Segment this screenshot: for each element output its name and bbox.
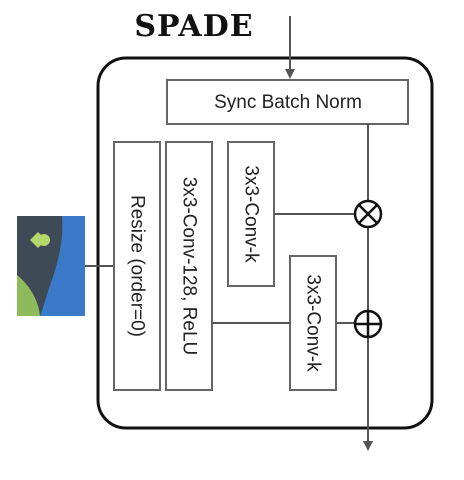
diagram-title: SPADE <box>134 9 253 44</box>
resize-label: Resize (order=0) <box>127 195 148 337</box>
conv-k-bottom-label: 3x3-Conv-k <box>303 274 324 372</box>
conv128-relu-box <box>165 141 213 391</box>
sync-batch-norm-label: Sync Batch Norm <box>214 92 362 113</box>
sync-batch-norm-box <box>166 79 409 125</box>
spade-container <box>96 56 434 430</box>
segmentation-map-image <box>17 216 85 316</box>
conv-k-top-box <box>227 141 275 287</box>
multiply-operator-icon <box>353 199 383 229</box>
resize-box <box>113 141 161 391</box>
add-operator-icon <box>353 309 383 339</box>
conv128-relu-label: 3x3-Conv-128, ReLU <box>179 177 200 355</box>
conv-k-top-label: 3x3-Conv-k <box>241 165 262 263</box>
